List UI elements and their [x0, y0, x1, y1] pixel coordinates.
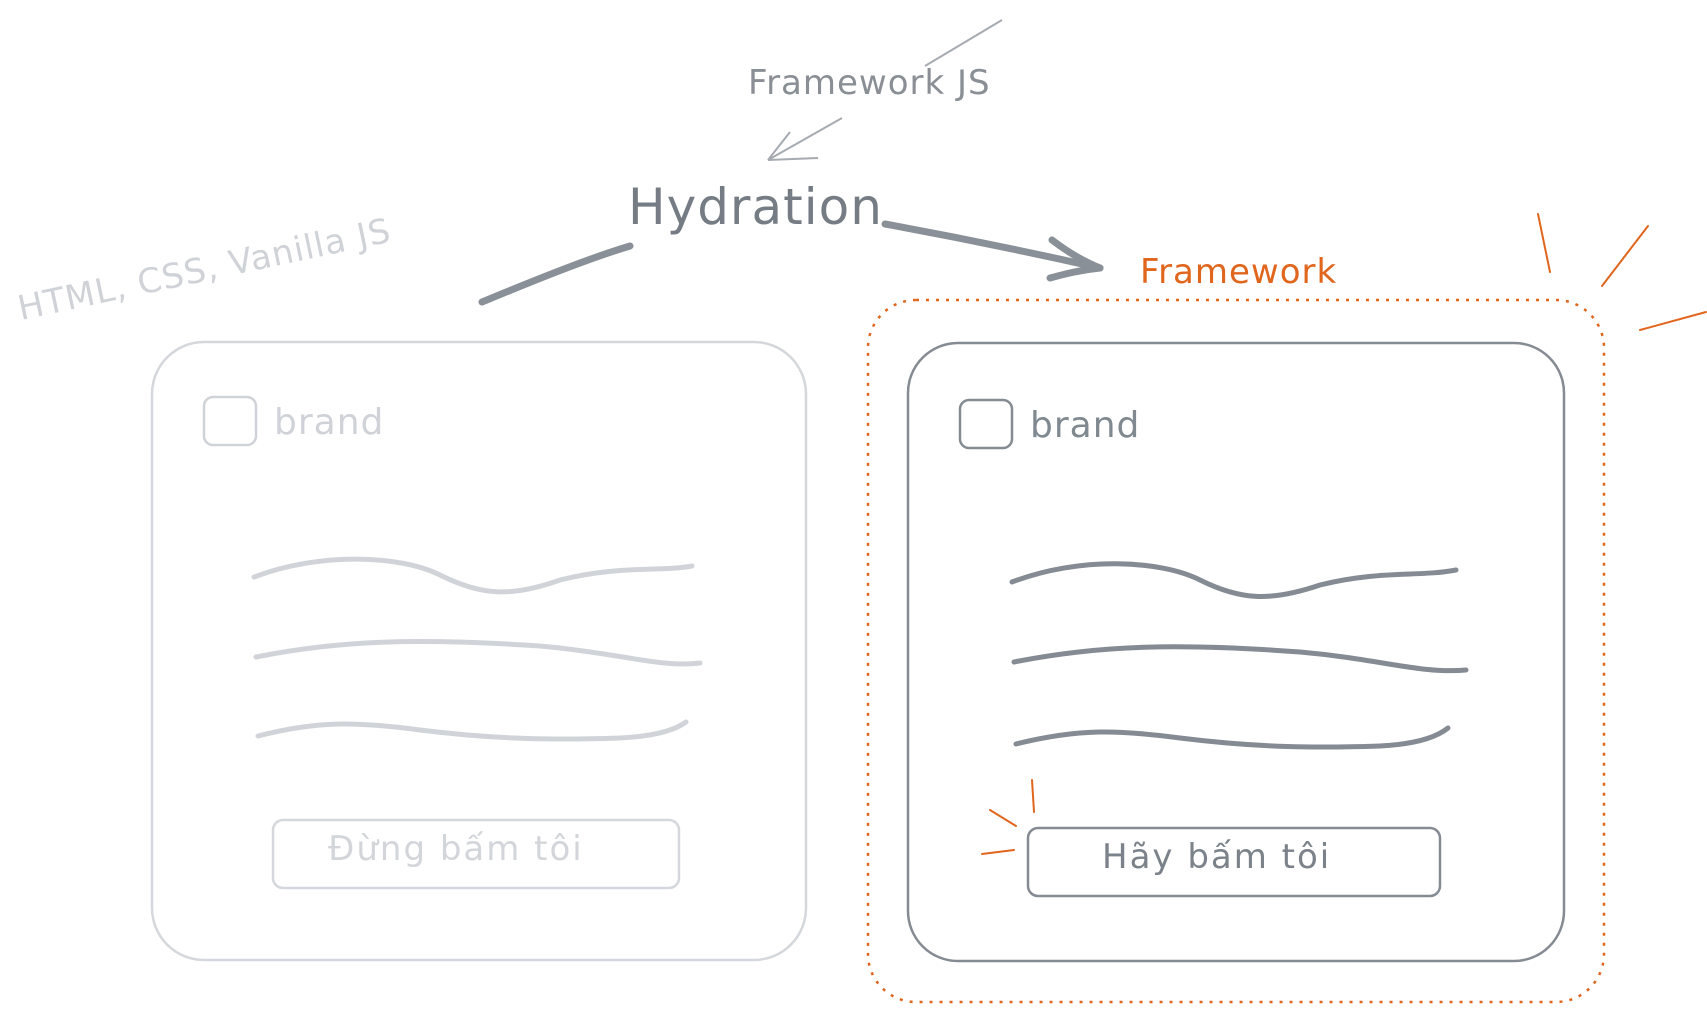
left-text-line-1 [251, 556, 695, 595]
left-brand-label: brand [274, 402, 385, 443]
left-button-frame [271, 818, 681, 890]
framework-label: Framework [1140, 252, 1338, 292]
left-text-line-2 [253, 638, 703, 667]
hydration-left-stroke [478, 242, 634, 306]
right-text-line-2 [1011, 644, 1469, 674]
framework-js-label: Framework JS [748, 63, 991, 103]
left-logo-box [202, 395, 258, 447]
framework-js-arrow [767, 117, 843, 161]
right-text-line-1 [1009, 561, 1459, 599]
right-logo-box [958, 398, 1014, 450]
right-text-line-3 [1013, 725, 1451, 750]
right-card-frame [906, 341, 1566, 963]
hydration-arrow [881, 220, 1104, 282]
burst-button [981, 779, 1035, 855]
framework-boundary [866, 298, 1606, 1004]
right-brand-label: brand [1030, 405, 1141, 446]
framework-js-pointer-line [924, 19, 1003, 67]
right-card [906, 341, 1566, 963]
right-button-frame [1026, 826, 1442, 898]
burst-top-right [1537, 213, 1707, 331]
left-card-frame [150, 340, 808, 962]
left-text-line-3 [255, 719, 689, 742]
hydration-label: Hydration [628, 178, 883, 236]
right-button-label: Hãy bấm tôi [1102, 837, 1332, 877]
left-button-label: Đừng bấm tôi [328, 829, 584, 869]
left-card [150, 340, 808, 962]
